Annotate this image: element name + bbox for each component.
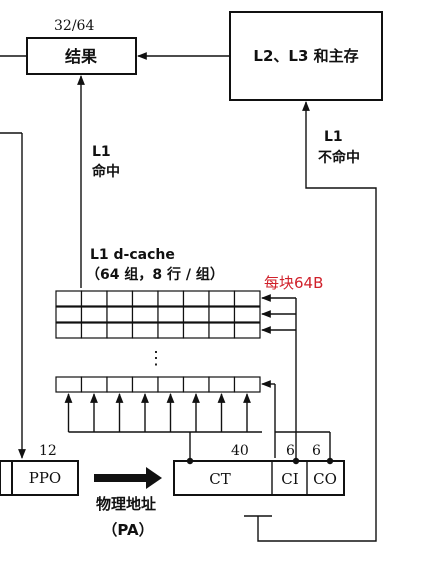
cache-ellipsis: ⋮ — [147, 348, 165, 369]
cache-line-cell — [131, 290, 159, 307]
co-bits: 6 — [312, 443, 321, 459]
cache-line-cell — [106, 322, 134, 339]
ct-junction-dot — [186, 457, 194, 465]
block-size-annotation: 每块64B — [264, 274, 323, 292]
cache-last-line-cell — [55, 376, 83, 393]
pa-label-line2: （PA） — [102, 521, 153, 539]
cache-line-cell — [157, 322, 185, 339]
cache-last-line-cell — [208, 376, 236, 393]
ppo-label: PPO — [29, 469, 61, 487]
cache-last-line-cell — [106, 376, 134, 393]
cache-line-cell — [55, 322, 83, 339]
ct-field-label: CT — [209, 470, 230, 488]
cache-line-cell — [106, 290, 134, 307]
cache-line-cell — [131, 322, 159, 339]
big-arrow-head — [146, 467, 162, 489]
cache-line-cell — [157, 306, 185, 323]
pa-label-line1: 物理地址 — [96, 495, 156, 513]
ct-bits: 40 — [231, 443, 249, 459]
co-junction-dot — [326, 457, 334, 465]
hit-label-line2: 命中 — [91, 163, 120, 180]
memory-label: L2、L3 和主存 — [253, 47, 358, 65]
result-label: 结果 — [64, 47, 97, 66]
ci-junction-dot — [292, 457, 300, 465]
cache-line-cell — [208, 322, 236, 339]
ppo-prev-field — [0, 460, 13, 496]
cache-line-cell — [80, 306, 108, 323]
cache-title-line1: L1 d-cache — [90, 247, 175, 263]
cache-line-cell — [208, 290, 236, 307]
miss-arrow — [257, 101, 377, 542]
cache-title-line2: （64 组，8 行 / 组） — [86, 266, 224, 283]
result-width-label: 32/64 — [54, 18, 94, 34]
memory-box — [229, 11, 383, 101]
cache-line-cell — [233, 322, 261, 339]
cache-last-line-cell — [182, 376, 210, 393]
big-arrow-shaft — [94, 474, 146, 482]
cache-line-cell — [233, 290, 261, 307]
cache-line-cell — [80, 322, 108, 339]
cache-line-cell — [208, 306, 236, 323]
hit-label-line1: L1 — [92, 144, 111, 160]
cache-line-cell — [106, 306, 134, 323]
cache-last-set — [55, 376, 261, 393]
cache-last-line-cell — [157, 376, 185, 393]
miss-label-line2: 不命中 — [318, 149, 360, 166]
ppo-bits: 12 — [39, 443, 57, 459]
cache-set-grid — [55, 290, 261, 339]
cache-line-cell — [182, 306, 210, 323]
cache-line-cell — [233, 306, 261, 323]
cache-line-cell — [157, 290, 185, 307]
cache-last-line-cell — [131, 376, 159, 393]
miss-label-line1: L1 — [324, 129, 343, 145]
cache-line-cell — [182, 290, 210, 307]
cache-line-cell — [131, 306, 159, 323]
ci-bits: 6 — [286, 443, 295, 459]
pa-box — [173, 460, 345, 496]
cache-line-cell — [55, 290, 83, 307]
cache-line-cell — [182, 322, 210, 339]
co-field-label: CO — [313, 470, 337, 488]
tag-compare-arrows — [64, 393, 251, 433]
cache-line-cell — [80, 290, 108, 307]
ci-field-label: CI — [281, 470, 298, 488]
cache-line-cell — [55, 306, 83, 323]
ppo-field — [11, 460, 79, 496]
cache-last-line-cell — [80, 376, 108, 393]
cache-last-line-cell — [233, 376, 261, 393]
